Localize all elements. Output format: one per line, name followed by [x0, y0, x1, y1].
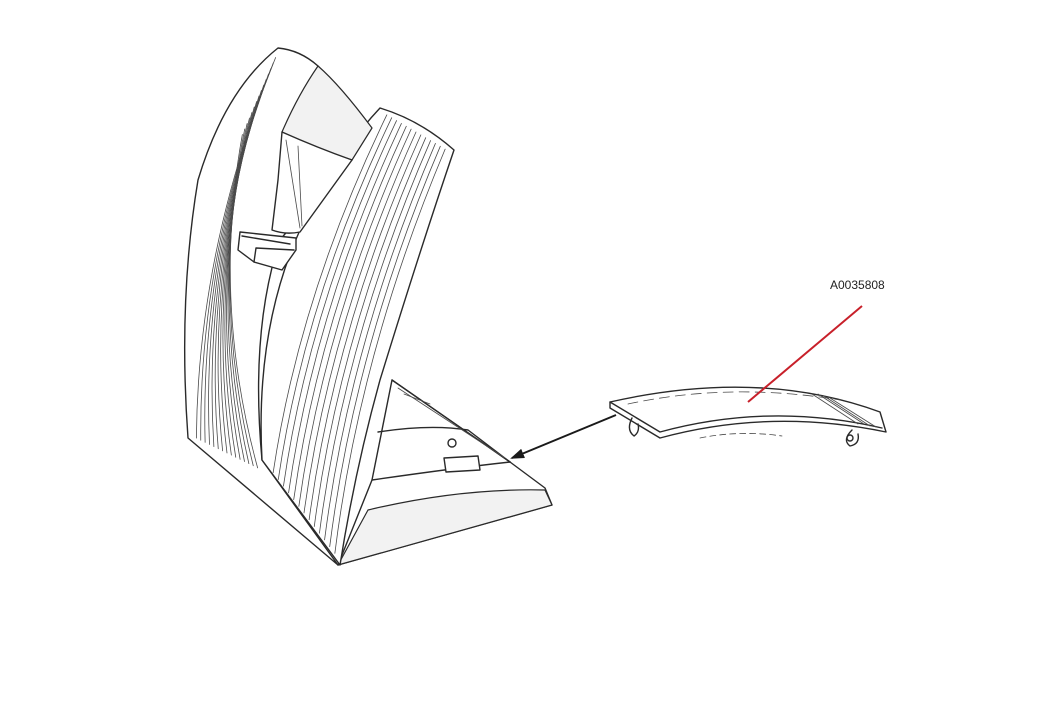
- part-number-label: A0035808: [830, 278, 885, 292]
- column-rib-line: [293, 125, 407, 500]
- column-rib-line: [319, 140, 431, 534]
- column-rib-line: [224, 106, 255, 458]
- column-rib-line: [313, 137, 427, 527]
- column-rib-line: [277, 117, 393, 480]
- column-rib-line: [228, 123, 250, 465]
- stand-assembly: [183, 47, 553, 566]
- column-rib-line: [334, 148, 446, 554]
- column-rib-line: [308, 134, 422, 521]
- assembly-arrow: [510, 414, 617, 459]
- stand-right-column: [260, 107, 455, 566]
- column-rib-line: [324, 143, 436, 541]
- stand-bracket: [237, 231, 297, 271]
- stand-inner-funnel: [271, 65, 373, 234]
- column-rib-line: [329, 145, 441, 547]
- column-rib-line: [222, 101, 258, 456]
- column-rib-line: [229, 128, 254, 467]
- column-rib-line: [272, 114, 388, 474]
- column-rib-line: [298, 128, 412, 507]
- column-rib-line: [229, 134, 259, 469]
- stand-base: [337, 379, 553, 566]
- column-rib-line: [283, 120, 397, 487]
- column-rib-line: [303, 131, 417, 514]
- callout-leader-line: [747, 305, 863, 403]
- column-rib-line: [227, 117, 250, 462]
- column-rib-line: [288, 123, 402, 494]
- column-rib-line: [226, 112, 253, 460]
- curved-cover-part: [609, 386, 887, 447]
